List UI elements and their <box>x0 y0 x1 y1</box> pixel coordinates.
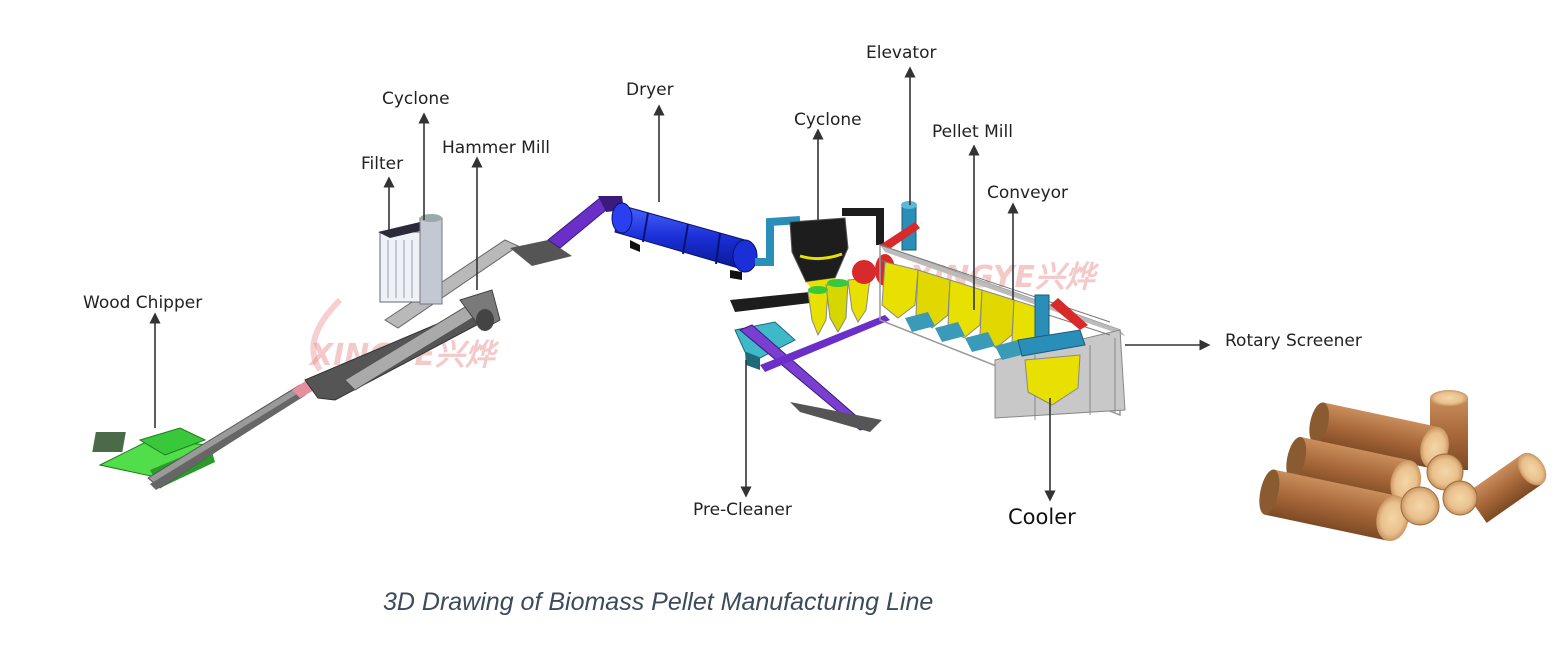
diagram-caption: 3D Drawing of Biomass Pellet Manufacturi… <box>383 588 934 616</box>
label-filter: Filter <box>361 154 403 174</box>
label-cooler: Cooler <box>1008 505 1076 529</box>
label-pellet-mill: Pellet Mill <box>932 122 1013 142</box>
pellet-mill-drives <box>905 312 1025 360</box>
label-hammer-mill: Hammer Mill <box>442 138 550 158</box>
label-pre-cleaner: Pre-Cleaner <box>693 500 792 520</box>
filter-machine <box>378 214 572 329</box>
label-wood-chipper: Wood Chipper <box>83 293 202 313</box>
hammer-mill-machine <box>344 289 501 391</box>
conveyor-machine <box>1017 294 1088 357</box>
pre-cleaner-machine <box>730 290 890 432</box>
label-rotary-screener: Rotary Screener <box>1225 331 1362 351</box>
dryer-cyclone-pipe <box>755 216 801 266</box>
small-cyclones <box>807 254 895 337</box>
label-cyclone-2: Cyclone <box>794 110 862 130</box>
label-conveyor: Conveyor <box>987 183 1068 203</box>
rotary-dryer-machine <box>611 202 758 280</box>
label-elevator: Elevator <box>866 43 936 63</box>
cooler-machine <box>1024 354 1081 406</box>
label-cyclone-1: Cyclone <box>382 89 450 109</box>
label-dryer: Dryer <box>626 80 674 100</box>
elevator-machine <box>880 201 920 251</box>
biomass-briquettes-illustration <box>1259 390 1547 542</box>
